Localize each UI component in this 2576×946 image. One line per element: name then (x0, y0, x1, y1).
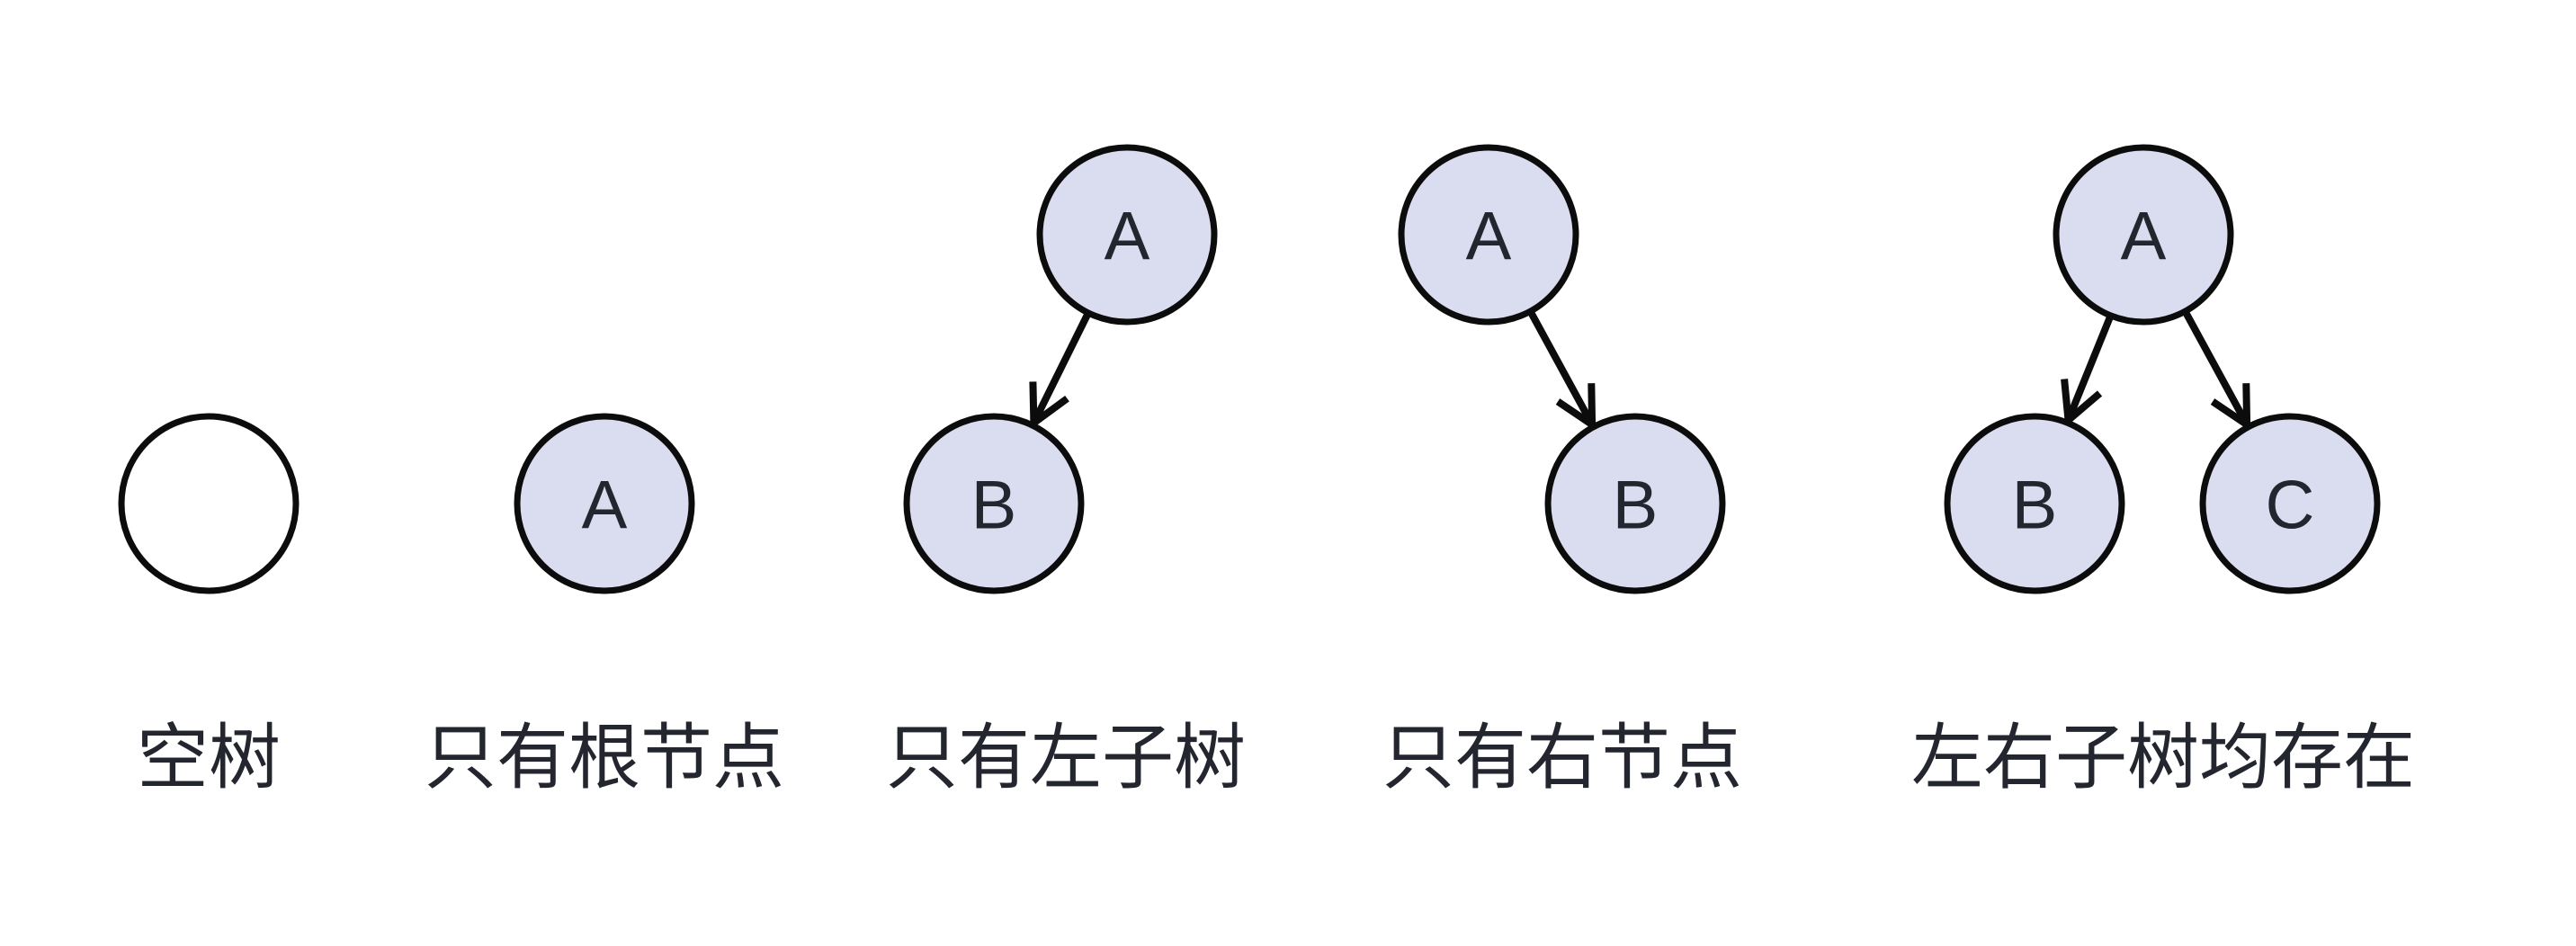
tree-caption-both-subtrees: 左右子树均存在 (1911, 718, 2415, 798)
node-label: A (1105, 199, 1150, 275)
edge-line (1526, 309, 1596, 427)
node-circle[interactable] (2053, 144, 2234, 326)
node-circle[interactable] (118, 413, 300, 594)
node-label: B (1613, 468, 1659, 544)
captions-layer: 空树 只有根节点 只有左子树 只有右节点 左右子树均存在 (137, 718, 2415, 798)
tree-node-left-a[interactable]: A (1036, 144, 1218, 326)
tree-node-left-b[interactable]: B (903, 413, 1085, 594)
node-circle[interactable] (1398, 144, 1579, 326)
tree-node-right-a[interactable]: A (1398, 144, 1579, 326)
edge-line (2064, 314, 2115, 422)
tree-caption-empty-tree: 空树 (137, 718, 281, 798)
tree-node-both-b[interactable]: B (1944, 413, 2125, 594)
tree-node-root-only-a[interactable]: A (514, 413, 695, 594)
node-label: A (2121, 199, 2167, 275)
tree-caption-root-only-tree: 只有根节点 (425, 718, 784, 798)
tree-edge-edge-a-b-both (2061, 314, 2115, 428)
edge-line (1030, 311, 1092, 425)
node-label: B (2012, 468, 2058, 544)
node-circle[interactable] (1544, 413, 1726, 594)
node-label: A (1466, 199, 1512, 275)
tree-node-both-a[interactable]: A (2053, 144, 2234, 326)
tree-edge-edge-a-b-right (1526, 309, 1597, 432)
nodes-layer: A A B A B A B C (118, 144, 2381, 594)
tree-node-right-b[interactable]: B (1544, 413, 1726, 594)
edges-layer (1029, 309, 2251, 432)
node-label: C (2266, 468, 2315, 544)
node-label: A (582, 468, 628, 544)
node-circle[interactable] (1944, 413, 2125, 594)
node-label: B (971, 468, 1017, 544)
tree-edge-edge-a-b-left (1029, 311, 1092, 431)
tree-node-empty-root[interactable] (118, 413, 300, 594)
tree-node-both-c[interactable]: C (2199, 413, 2381, 594)
edge-line (2181, 309, 2250, 427)
tree-caption-right-child-only: 只有右节点 (1382, 718, 1742, 798)
node-circle[interactable] (1036, 144, 1218, 326)
node-circle[interactable] (514, 413, 695, 594)
tree-edge-edge-a-c-both (2181, 309, 2251, 432)
node-circle[interactable] (2199, 413, 2381, 594)
tree-caption-left-subtree-only: 只有左子树 (886, 718, 1246, 798)
node-circle[interactable] (903, 413, 1085, 594)
